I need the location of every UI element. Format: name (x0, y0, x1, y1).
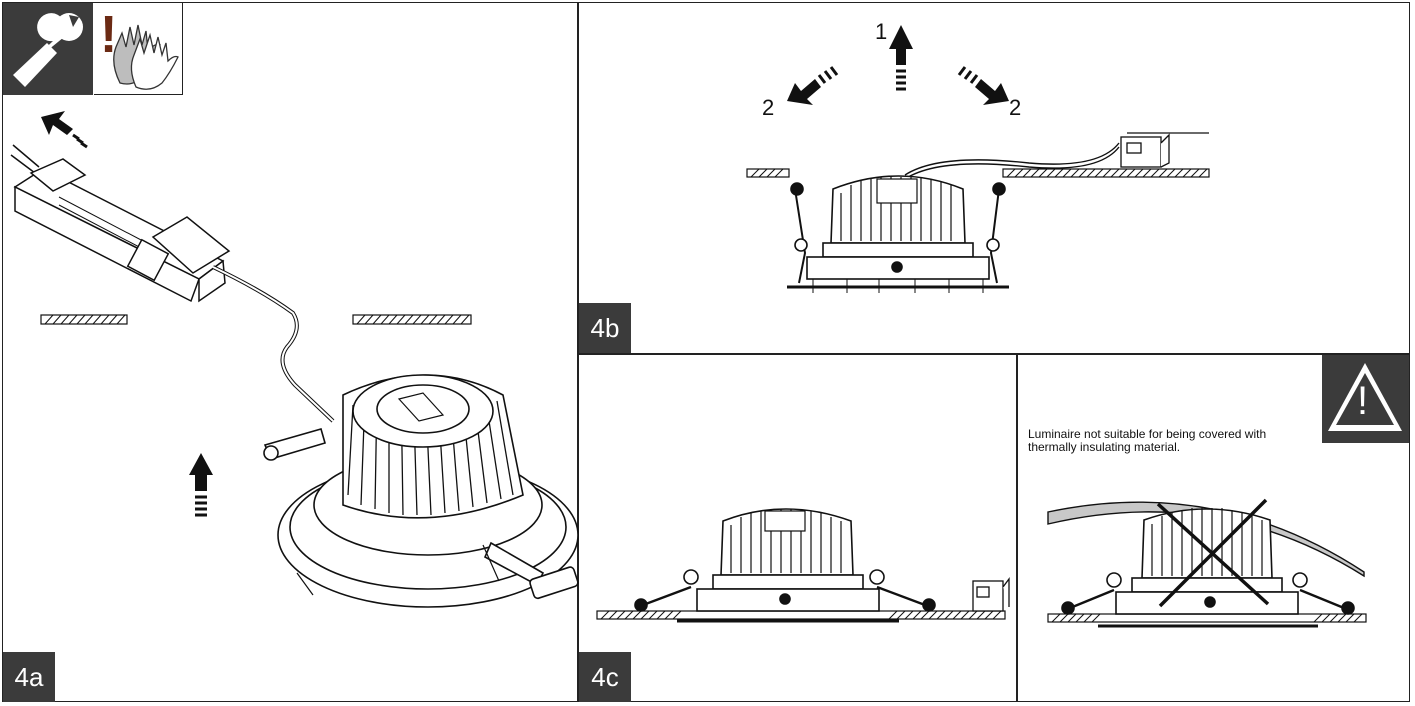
panel-warning-drawing (1047, 498, 1367, 628)
ceiling-hatch-right (1002, 168, 1210, 178)
gloves-icon: ! (94, 3, 183, 95)
ceiling-hatch-left (746, 168, 790, 178)
panel-4c-drawing (596, 508, 1010, 623)
ceiling-left (40, 314, 128, 325)
arrow-pull-up-left (41, 111, 88, 149)
panel-4b-drawing: 1 2 2 (746, 19, 1210, 293)
arrow-tilt-right (957, 66, 1009, 105)
warning-exclamation: ! (1357, 379, 1369, 423)
terminal-block-4c (972, 577, 1010, 612)
arrow-tilt-left (787, 66, 839, 105)
driver-cable (212, 265, 335, 423)
terminal-block (1120, 132, 1209, 168)
step-number-left: 2 (762, 95, 774, 120)
luminaire-side-view (787, 175, 1009, 293)
driver-wires-in (10, 144, 40, 174)
wrench-icon (3, 3, 93, 95)
supply-cable (904, 142, 1120, 176)
divider-horizontal-right (577, 353, 1410, 355)
divider-vertical-main (577, 2, 579, 702)
luminaire-installed (634, 508, 936, 623)
step-number-right: 2 (1009, 95, 1021, 120)
insulation-layer (1047, 501, 1365, 578)
led-driver (13, 158, 231, 303)
panel-4a-drawing (10, 111, 579, 608)
warning-note: Luminaire not suitable for being covered… (1028, 427, 1267, 454)
luminaire-covered (1061, 508, 1355, 628)
warning-sign: ! (1322, 355, 1409, 443)
tool-icons: ! (3, 3, 183, 95)
panel-label-4c: 4c (579, 652, 631, 702)
ceiling-hatch-4c (596, 610, 1006, 620)
downlight-luminaire (263, 374, 579, 608)
arrow-push-up (189, 453, 213, 517)
prohibition-cross (1156, 498, 1270, 608)
ceiling-right (352, 314, 472, 325)
divider-vertical-bottom (1016, 353, 1018, 702)
arrow-lift-up (889, 25, 913, 91)
ceiling-hatch-warning (1047, 613, 1367, 623)
panel-label-4a: 4a (3, 652, 55, 702)
panel-label-4b: 4b (579, 303, 631, 353)
step-number-up: 1 (875, 19, 887, 44)
exclamation-mark: ! (100, 6, 118, 64)
